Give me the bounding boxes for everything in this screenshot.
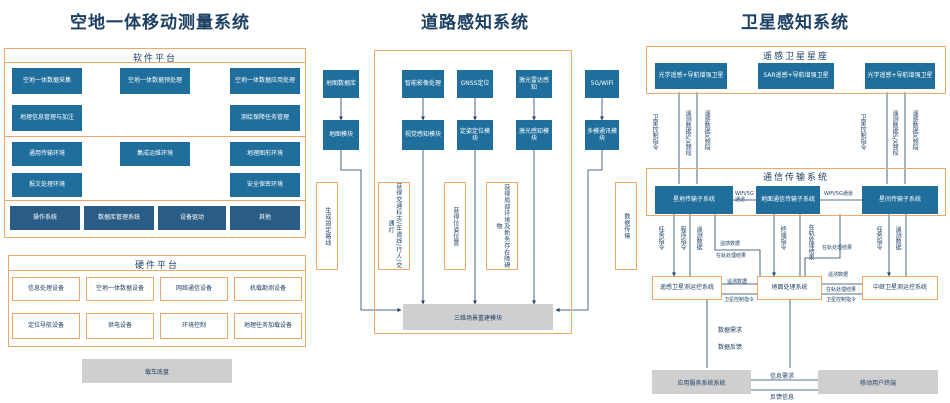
left-title: 空地一体移动测量系统 bbox=[70, 13, 250, 33]
hardware-title: 硬件平台 bbox=[134, 261, 179, 271]
block-mapping-task: 测绘保障任务管理 bbox=[230, 105, 300, 131]
src-image-processing: 智能影像处理 bbox=[402, 70, 444, 98]
label-small-3: 遥测数据 bbox=[828, 272, 849, 278]
block-security-env: 安全保密环境 bbox=[230, 173, 300, 197]
module-pose: 定姿定位模块 bbox=[457, 120, 493, 150]
constellation-title: 遥感卫星星座 bbox=[762, 52, 829, 62]
label-wifi-left: WiFi/5G通道 bbox=[735, 191, 754, 203]
middle-title: 道路感知系统 bbox=[421, 13, 529, 33]
block-other: 其他 bbox=[230, 206, 300, 230]
divider bbox=[8, 270, 306, 271]
label-sat-ctrl-right: 卫星控制指令 bbox=[859, 114, 867, 150]
label-telemetry-right: 遥测数据S/X频段 bbox=[891, 110, 899, 156]
module-comm: 多模通讯模块 bbox=[585, 120, 619, 150]
label-onorbit-1: 在轨处理结果 bbox=[716, 253, 747, 259]
label-feedback-info: 反馈信息 bbox=[770, 394, 795, 401]
label-onorbit-2: 在轨处理结果 bbox=[807, 224, 815, 260]
block-data-apply: 空地一体数据应用处理 bbox=[230, 68, 300, 94]
node-ground-processing: 地面处理系统 bbox=[757, 276, 822, 300]
label-small-5: 卫星控制指令 bbox=[826, 297, 857, 303]
label-rs-left: 遥感数据X频段 bbox=[703, 110, 711, 151]
node-app-service: 应用服务系统系统 bbox=[652, 370, 751, 394]
label-telemetry-right-2: 遥测数据 bbox=[894, 226, 902, 250]
block-transfer-env: 通用传输环境 bbox=[12, 142, 82, 166]
label-sat-ctrl-left: 卫星控制指令 bbox=[651, 114, 659, 150]
label-rs-mid: 遥感数据 bbox=[720, 241, 741, 247]
label-small-4: 在轨处理结果 bbox=[826, 287, 857, 293]
divider bbox=[4, 62, 306, 63]
node-rs-control: 遥感卫星测运控系统 bbox=[652, 276, 722, 300]
block-data-preprocess: 空地一体数据预处理 bbox=[120, 68, 190, 94]
label-wifi-right: WiFi/5G通道 bbox=[824, 191, 853, 197]
software-platform bbox=[4, 48, 306, 238]
label-telemetry-mid: 遥测数据 bbox=[695, 226, 703, 250]
software-title: 软件平台 bbox=[132, 54, 177, 64]
label-small-2: 卫星控制指令 bbox=[724, 297, 755, 303]
hw-env-control: 环境控制 bbox=[160, 313, 228, 339]
label-small-1: 遥测数据 bbox=[727, 279, 748, 285]
module-vision: 视觉感知模块 bbox=[402, 120, 444, 150]
block-driver: 设备驱动 bbox=[158, 206, 226, 230]
block-geo-info: 地理信息管理与加注 bbox=[12, 105, 82, 131]
comm-frame bbox=[646, 168, 946, 216]
src-map-db: 地图数据库 bbox=[323, 70, 359, 98]
note-data-transfer: 数据传输 bbox=[615, 182, 637, 270]
divider bbox=[4, 200, 306, 201]
block-message-env: 报文处理环境 bbox=[12, 173, 82, 197]
label-telemetry-left: 遥测数据S/X频段 bbox=[684, 110, 692, 156]
label-task-right: 任务指令 bbox=[875, 226, 883, 250]
right-title: 卫星感知系统 bbox=[741, 13, 849, 33]
hw-power: 供电设备 bbox=[86, 313, 154, 339]
module-lidar: 激光感知模块 bbox=[516, 120, 552, 150]
hw-navigation: 定位导航设备 bbox=[12, 313, 80, 339]
block-dbms: 数据库管理系统 bbox=[84, 206, 154, 230]
label-rs-right: 遥感数据X频段 bbox=[911, 110, 919, 151]
hw-geo-task: 地理任务加载设备 bbox=[234, 313, 302, 339]
hw-airground: 空地一体数据设备 bbox=[86, 277, 154, 301]
label-onorbit-3: 在轨处理结果 bbox=[822, 245, 853, 251]
label-data-feedback: 数据反馈 bbox=[718, 344, 743, 351]
module-3d-reconstruction: 三维场景重建模块 bbox=[403, 304, 553, 330]
src-5g-wifi: 5G/WiFi bbox=[585, 70, 619, 98]
hw-info-processing: 信息处理设备 bbox=[12, 277, 80, 301]
divider bbox=[4, 136, 306, 137]
src-lidar: 激光雷达感知 bbox=[516, 70, 552, 98]
comm-title: 通信传输系统 bbox=[762, 173, 829, 183]
hw-network: 网络通信设备 bbox=[160, 277, 228, 301]
sat-optical-2: 光学遥感+导航增强卫星 bbox=[865, 63, 935, 89]
label-task-left: 任务指令 bbox=[657, 226, 665, 250]
hardware-platform bbox=[8, 255, 306, 347]
label-program: 程序指令 bbox=[679, 226, 687, 250]
vehicle-chassis: 载车底盘 bbox=[82, 359, 232, 383]
node-ground-comm: 地面通信传输子系统 bbox=[756, 186, 820, 214]
module-map: 地图模块 bbox=[323, 120, 359, 150]
perception-frame bbox=[374, 50, 572, 334]
block-graphics-env: 地理图形环境 bbox=[230, 142, 300, 166]
note-vision-result: 获得交通标志/车道线/行人/交通灯 bbox=[378, 182, 410, 270]
hw-survey: 机载勘测设备 bbox=[234, 277, 302, 301]
note-fixed-route: 生成固定路线 bbox=[316, 182, 338, 270]
label-data-demand: 数据需求 bbox=[718, 327, 743, 334]
node-relay-control: 中继卫星测运控系统 bbox=[862, 276, 938, 300]
node-inter-sat: 星间传输子系统 bbox=[862, 186, 938, 214]
node-sat-ground: 星地传输子系统 bbox=[655, 186, 733, 214]
constellation-frame bbox=[646, 46, 946, 94]
sat-optical-1: 光学遥感+导航增强卫星 bbox=[655, 63, 727, 89]
block-ops-env: 集成运维环境 bbox=[120, 142, 190, 166]
src-gnss: GNSS定位 bbox=[457, 70, 493, 98]
note-pose-result: 获得位姿位置 bbox=[444, 182, 466, 270]
label-info-demand: 信息需求 bbox=[770, 373, 795, 380]
sat-sar: SAR遥感+导航增强卫星 bbox=[758, 63, 834, 89]
label-terminal: 终端指令 bbox=[779, 226, 787, 250]
node-mobile-terminal: 移动用户终端 bbox=[818, 370, 938, 394]
block-os: 操作系统 bbox=[10, 206, 80, 230]
block-data-collect: 空地一体数据采集 bbox=[12, 68, 82, 94]
note-lidar-result: 获得局部环境及新务存在障碍物 bbox=[486, 182, 518, 270]
